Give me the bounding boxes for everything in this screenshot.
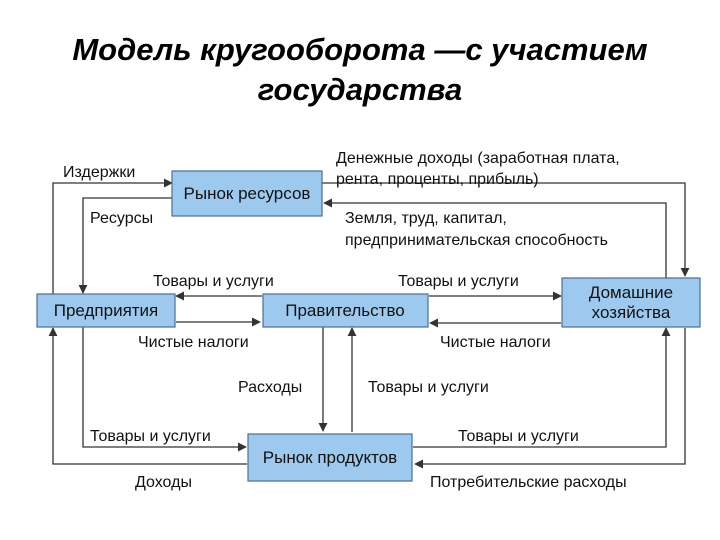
label-gov-goods-to-firms: Товары и услуги	[153, 273, 274, 290]
node-households: Домашние хозяйства	[561, 277, 701, 328]
arrow-consumer-spending	[414, 328, 686, 469]
edge-labels: Издержки Ресурсы Денежные доходы (зарабо…	[63, 150, 627, 491]
arrow-costs	[52, 178, 173, 296]
arrows	[48, 178, 690, 469]
node-label: Рынок продуктов	[263, 448, 397, 467]
node-label: Предприятия	[54, 301, 159, 320]
arrow-resources	[78, 197, 172, 294]
arrow-revenues	[48, 327, 247, 465]
label-net-taxes-firms: Чистые налоги	[138, 334, 249, 351]
arrow-firms-goods-to-market	[82, 326, 247, 452]
node-product-market: Рынок продуктов	[247, 433, 413, 482]
title-line-2: государства	[257, 72, 463, 107]
node-government: Правительство	[262, 293, 429, 328]
node-resource-market: Рынок ресурсов	[171, 170, 323, 217]
arrow-market-goods-to-households	[413, 327, 671, 448]
label-money-income-2: рента, проценты, прибыль)	[336, 171, 539, 188]
arrow-money-income	[322, 182, 690, 277]
label-expenditures: Расходы	[238, 379, 302, 396]
arrow-factors	[323, 198, 667, 280]
label-market-goods-to-gov: Товары и услуги	[368, 379, 489, 396]
label-money-income-1: Денежные доходы (заработная плата,	[336, 150, 620, 167]
page-title: Модель кругооборота —с участием государс…	[0, 30, 720, 110]
label-gov-goods-to-households: Товары и услуги	[398, 273, 519, 290]
label-factors-1: Земля, труд, капитал,	[345, 210, 507, 227]
label-market-goods-to-households: Товары и услуги	[458, 428, 579, 445]
node-label: Рынок ресурсов	[184, 184, 311, 203]
node-label-line-2: хозяйства	[592, 303, 671, 322]
title-line-1: Модель кругооборота —с участием	[72, 32, 648, 67]
node-firms: Предприятия	[36, 293, 176, 328]
label-revenues: Доходы	[135, 474, 192, 491]
label-factors-2: предпринимательская способность	[345, 232, 608, 249]
label-net-taxes-households: Чистые налоги	[440, 334, 551, 351]
label-resources: Ресурсы	[90, 210, 153, 227]
node-label-line-1: Домашние	[589, 283, 673, 302]
label-firms-goods-to-market: Товары и услуги	[90, 428, 211, 445]
label-consumer-spending: Потребительские расходы	[430, 474, 627, 491]
node-label: Правительство	[285, 301, 405, 320]
label-costs: Издержки	[63, 164, 135, 181]
